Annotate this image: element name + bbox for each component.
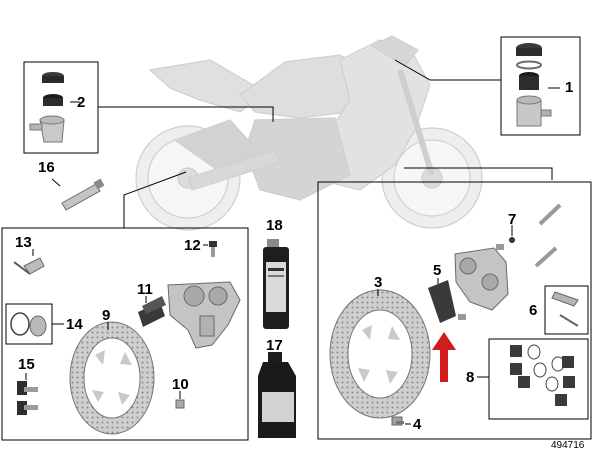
- brake-fluid-reservoir-icon: [29, 72, 65, 143]
- pin-kit-icon: [551, 291, 579, 327]
- callout-15: 15: [18, 356, 35, 373]
- brake-caliper-right-icon: [454, 247, 509, 311]
- grease-tube-icon: [61, 178, 105, 211]
- brake-pads-right-icon: [428, 280, 466, 323]
- brake-disc-right-icon: [329, 289, 431, 419]
- diagram-reference-number: 494716: [551, 440, 585, 451]
- spray-can-icon: [263, 239, 289, 329]
- callout-9: 9: [102, 307, 111, 324]
- box-left-group: [1, 227, 249, 441]
- bleed-valve-icon: [17, 381, 38, 415]
- callout-7: 7: [508, 211, 517, 228]
- callout-10: 10: [172, 376, 189, 393]
- cap-kit-icon: [516, 43, 552, 127]
- callout-17: 17: [266, 337, 283, 354]
- callout-4: 4: [413, 416, 422, 433]
- oil-bottle-icon: [258, 352, 296, 438]
- brake-pads-left-icon: [138, 296, 166, 327]
- callout-5: 5: [433, 262, 442, 279]
- red-arrow-icon: [432, 332, 456, 382]
- callout-2: 2: [77, 94, 86, 111]
- box-item-1: [500, 36, 581, 136]
- pin-bolts-icon: [496, 203, 562, 268]
- wheel-bolt-icon: [391, 416, 404, 426]
- screw-icon: [175, 399, 185, 409]
- brake-disc-left-icon: [69, 321, 155, 435]
- callout-11: 11: [137, 281, 153, 298]
- callout-16: 16: [38, 159, 55, 176]
- box-item-6: [544, 285, 589, 335]
- spring-clip-icon: [13, 257, 45, 275]
- callout-18: 18: [266, 217, 283, 234]
- bleed-nipple-icon: [209, 241, 217, 257]
- seal-kit-icon: [10, 312, 47, 337]
- callout-6: 6: [529, 302, 538, 319]
- callout-14: 14: [66, 316, 83, 333]
- brake-caliper-left-icon: [167, 281, 241, 349]
- box-right-group: [317, 181, 592, 440]
- callout-13: 13: [15, 234, 32, 251]
- callout-8: 8: [466, 369, 475, 386]
- callout-3: 3: [374, 274, 383, 291]
- piston-seal-kit-icon: [510, 344, 575, 406]
- box-item-8: [488, 338, 589, 420]
- callout-1: 1: [565, 79, 574, 96]
- box-item-2: [23, 61, 99, 154]
- callout-12: 12: [184, 237, 201, 254]
- motorcycle-silhouette: [135, 35, 483, 231]
- callout-ticks: [25, 178, 513, 425]
- leader-lines: [70, 59, 560, 228]
